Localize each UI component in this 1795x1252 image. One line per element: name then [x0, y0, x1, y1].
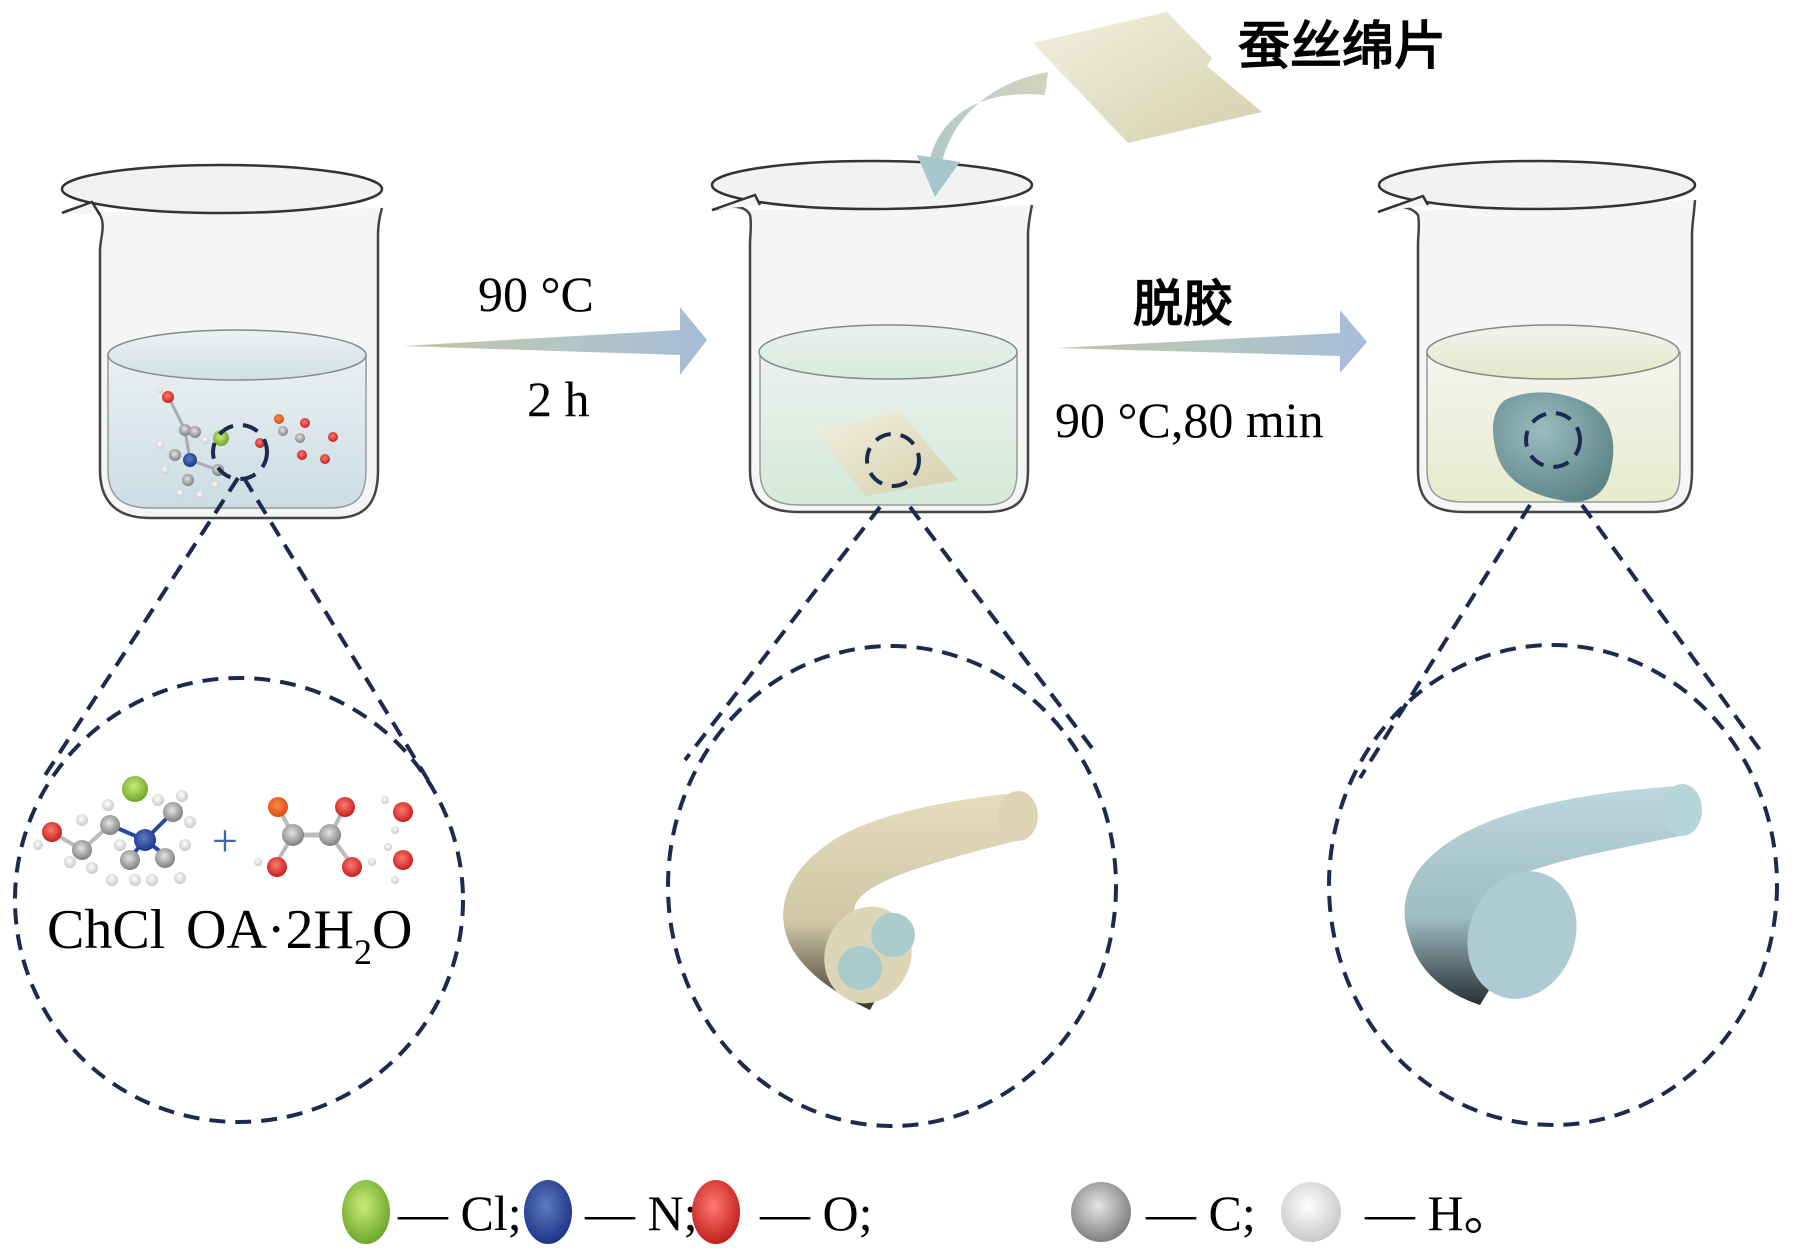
solvent-formula: ChCl OA·2H2O — [47, 899, 412, 972]
zoom-marker — [211, 423, 269, 481]
h-atom-icon — [1281, 1182, 1341, 1242]
step1-duration: 2 h — [527, 371, 590, 427]
silk-sheet-label: 蚕丝绵片 — [1238, 17, 1446, 77]
legend-item-cl: — Cl; — [342, 1180, 522, 1244]
immersed-silk-sheet — [813, 412, 958, 496]
liquid-surface — [758, 324, 1018, 380]
zoom-marker — [865, 432, 921, 488]
silk-sheet-source — [1033, 12, 1262, 143]
fiber-end-cap — [998, 791, 1038, 841]
legend-label-cl: — Cl; — [397, 1185, 522, 1241]
liquid-surface — [107, 329, 367, 381]
o-atom-icon — [692, 1180, 740, 1244]
chcl-label: ChCl — [47, 899, 165, 961]
legend-label-n: — N; — [584, 1185, 698, 1241]
legend-label-c: — C; — [1145, 1185, 1256, 1241]
fibroin-core — [871, 913, 915, 957]
zoom-cone-left-2 — [683, 505, 882, 762]
process-arrow-1 — [403, 307, 707, 375]
plus-sign: + — [212, 815, 238, 866]
c-atom-icon — [1071, 1182, 1131, 1242]
zoom-circle-raw-fiber — [666, 644, 1118, 1128]
raw-silk-fiber — [783, 791, 1038, 1010]
zoom-cone-right-2 — [908, 505, 1097, 754]
chcl-molecule — [33, 776, 196, 886]
step2-conditions: 90 °C,80 min — [1055, 392, 1324, 448]
step1-temperature: 90 °C — [478, 266, 594, 322]
oa-end: O — [372, 899, 412, 961]
legend-label-o: — O; — [759, 1185, 873, 1241]
degummed-silk-ball — [1493, 392, 1614, 502]
zoom-cone-left-1 — [40, 476, 240, 782]
beaker-silk-immersed — [710, 159, 1034, 514]
zoom-circle-solvent — [13, 676, 465, 1124]
zoom-marker — [1524, 411, 1582, 469]
oa-subscript: 2 — [354, 932, 372, 972]
oa-main: OA·2H — [186, 899, 354, 961]
legend-item-h: — H。 — [1281, 1182, 1514, 1242]
degummed-silk-fiber — [1404, 784, 1702, 1005]
legend-label-h: — H。 — [1364, 1185, 1514, 1241]
legend-item-c: — C; — [1071, 1182, 1256, 1242]
step2-degumming: 脱胶 — [1133, 275, 1233, 333]
silk-sheet — [1033, 12, 1262, 143]
legend-item-n: — N; — [524, 1180, 698, 1244]
oa-label: OA·2H2O — [186, 899, 412, 972]
molecule-mini — [156, 387, 338, 499]
n-atom-icon — [524, 1180, 572, 1244]
zoom-cone-right-3 — [1580, 503, 1762, 752]
beaker-degummed — [1377, 159, 1697, 514]
zoom-circle-degummed-fiber — [1327, 643, 1779, 1127]
beaker-solvent — [60, 163, 384, 520]
fiber-end-cap — [1662, 784, 1702, 836]
water-molecules — [381, 796, 413, 884]
curved-arrow-head — [917, 155, 960, 197]
zoom-cone-left-3 — [1358, 503, 1532, 780]
legend-item-o: — O; — [692, 1180, 873, 1244]
oxalic-acid-molecule — [254, 797, 376, 877]
process-arrow-2 — [1057, 310, 1367, 373]
zoom-cone-right-1 — [242, 476, 430, 782]
fiber-cross-section — [1467, 871, 1577, 999]
fibroin-core — [838, 946, 882, 990]
legend: — Cl; — N; — O; — C; — H。 — [342, 1180, 1514, 1244]
cl-atom-icon — [342, 1180, 390, 1244]
liquid-surface — [1426, 324, 1680, 380]
